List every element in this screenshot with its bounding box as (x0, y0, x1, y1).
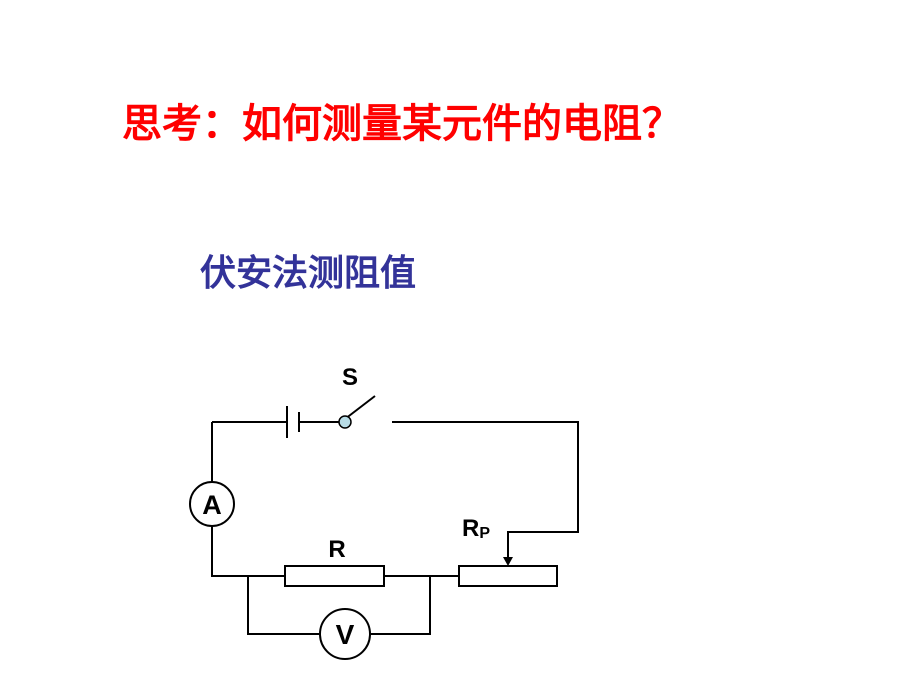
resistor-label: R (328, 536, 345, 563)
voltmeter-symbol: V (319, 608, 371, 660)
slide-subtitle: 伏安法测阻值 (200, 253, 417, 294)
switch-contact (338, 415, 352, 429)
switch-symbol (338, 395, 376, 429)
ammeter-symbol: A (189, 481, 235, 527)
circuit-wires (211, 421, 579, 635)
voltmeter-label: V (336, 619, 355, 650)
wire-voltmeter-left (247, 576, 319, 635)
rheostat-label: RP (462, 515, 490, 542)
wire-top-right (392, 421, 579, 558)
ammeter-label: A (202, 490, 222, 520)
rheostat-symbol (458, 565, 558, 587)
slide-question: 思考：如何测量某元件的电阻？ (122, 101, 682, 147)
wire-voltmeter-right (371, 576, 431, 635)
rheostat-slider-arrow (503, 557, 513, 566)
resistor-symbol (284, 565, 385, 587)
switch-label: S (342, 364, 358, 391)
battery-symbol (286, 406, 300, 438)
wire-left-bottom (211, 524, 285, 577)
